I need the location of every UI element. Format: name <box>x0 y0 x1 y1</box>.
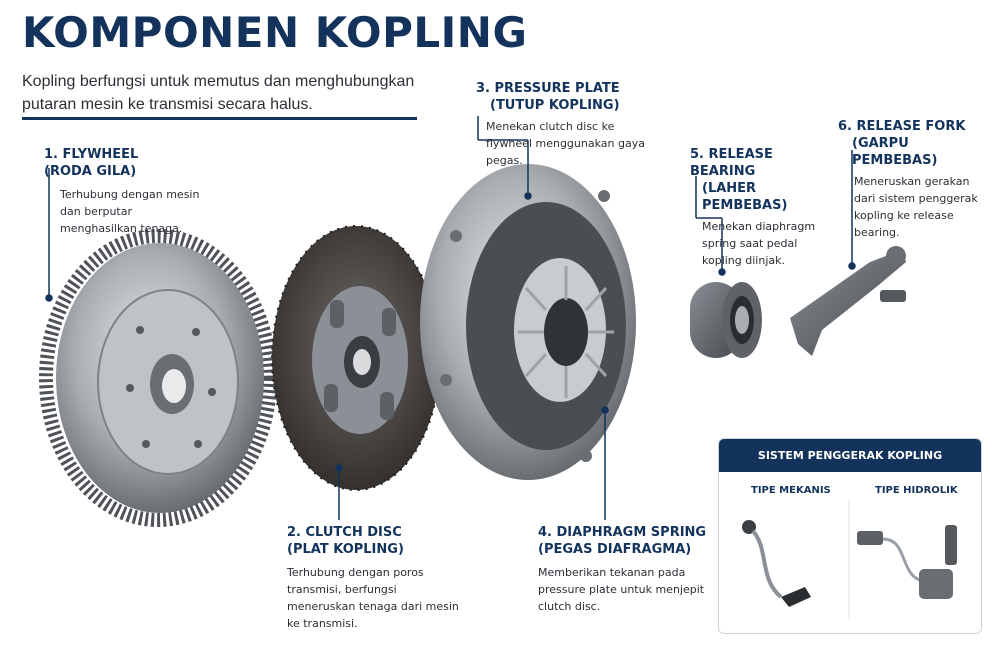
drive-system-panel: SISTEM PENGGERAK KOPLING TIPE MEKANIS TI… <box>718 438 982 634</box>
title-underline <box>22 117 417 120</box>
component-description: Terhubung dengan poros transmisi, berfun… <box>287 566 459 630</box>
hydraulic-system-image <box>857 525 957 599</box>
mechanical-cable-image <box>742 520 811 607</box>
component-description: Menekan clutch disc ke flywheel mengguna… <box>486 120 645 167</box>
type-mechanical-label: TIPE MEKANIS <box>751 485 831 496</box>
component-description: Menekan diaphragm spring saat pedal kopl… <box>702 220 816 267</box>
page-subtitle: Kopling berfungsi untuk memutus dan meng… <box>22 73 415 113</box>
component-heading: 2. CLUTCH DISC <box>287 525 402 540</box>
component-subheading: (TUTUP KOPLING) <box>490 98 620 113</box>
component-heading: 4. DIAPHRAGM SPRING <box>538 525 707 540</box>
release-fork-image <box>790 246 906 356</box>
leader-lines <box>45 116 856 520</box>
component-heading: 5. RELEASE BEARING <box>690 147 773 179</box>
drive-system-title: SISTEM PENGGERAK KOPLING <box>719 439 981 472</box>
component-description: Meneruskan gerakan dari sistem penggerak… <box>854 175 978 239</box>
component-description: Terhubung dengan mesin dan berputar meng… <box>60 188 200 235</box>
component-subheading: (RODA GILA) <box>44 164 137 179</box>
component-heading: 1. FLYWHEEL <box>44 147 139 162</box>
component-subheading: (PEGAS DIAFRAGMA) <box>538 542 692 557</box>
pressure-plate-image <box>420 164 636 480</box>
clutch-disc-image <box>271 225 441 491</box>
component-subheading: (GARPU PEMBEBAS) <box>852 136 938 168</box>
drive-system-illustrations <box>742 499 957 619</box>
component-subheading: (LAHER PEMBEBAS) <box>702 181 788 213</box>
component-clutch-disc: 2. CLUTCH DISC (PLAT KOPLING) Terhubung … <box>287 524 467 632</box>
component-release-fork: 6. RELEASE FORK (GARPU PEMBEBAS) Menerus… <box>838 118 988 241</box>
component-subheading: (PLAT KOPLING) <box>287 542 404 557</box>
flywheel-image <box>39 229 277 527</box>
component-description: Memberikan tekanan pada pressure plate u… <box>538 566 705 613</box>
component-flywheel: 1. FLYWHEEL (RODA GILA) Terhubung dengan… <box>44 146 204 237</box>
type-hydraulic-label: TIPE HIDROLIK <box>875 485 958 496</box>
component-diaphragm-spring: 4. DIAPHRAGM SPRING (PEGAS DIAFRAGMA) Me… <box>538 524 708 615</box>
component-release-bearing: 5. RELEASE BEARING (LAHER PEMBEBAS) Mene… <box>690 146 840 269</box>
component-heading: 6. RELEASE FORK <box>838 119 966 134</box>
component-pressure-plate: 3. PRESSURE PLATE (TUTUP KOPLING) Meneka… <box>476 80 656 169</box>
page-title: KOMPONEN KOPLING <box>22 8 528 57</box>
release-bearing-image <box>690 282 762 358</box>
component-heading: 3. PRESSURE PLATE <box>476 81 620 96</box>
